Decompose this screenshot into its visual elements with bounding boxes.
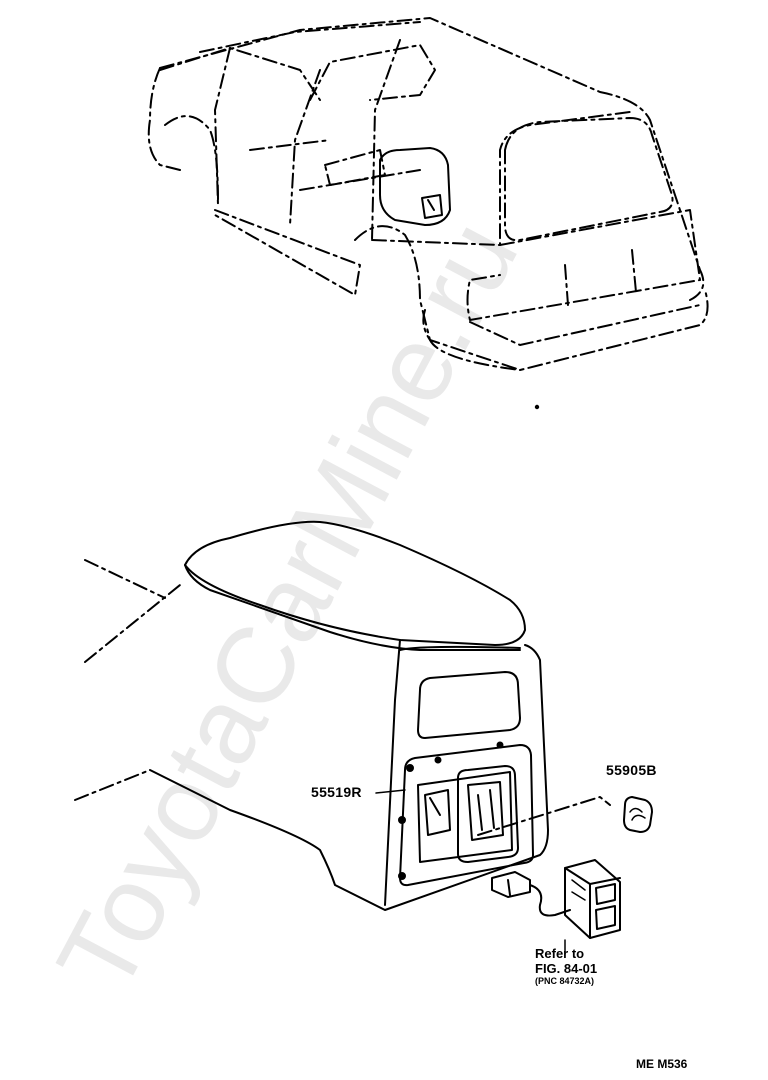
vehicle-roof (159, 17, 705, 301)
screw-2 (398, 816, 406, 824)
bezel-switch-right (467, 781, 504, 841)
rear-cover-window (417, 671, 521, 739)
vehicle-interior-floor (249, 139, 421, 191)
vehicle-interior-rear-cover (379, 147, 451, 226)
vehicle-tailgate (466, 209, 701, 321)
vehicle-tailgate-split-1 (564, 264, 569, 306)
refer-line-2: FIG. 84-01 (535, 961, 598, 976)
detail-phantom-line-lower (74, 769, 151, 801)
vehicle-body-side (371, 111, 631, 246)
vehicle-rear-bumper-lower (469, 304, 701, 346)
vehicle-front-wheel-arch (164, 115, 219, 201)
leader-55519R (375, 789, 406, 794)
switch-body-side-lines (571, 879, 586, 901)
vehicle-side-window (309, 44, 436, 101)
vehicle-rear-bumper (422, 289, 709, 371)
detail-phantom-line-top (84, 559, 166, 599)
connector-plug (491, 871, 531, 898)
label-part-55905B: 55905B (606, 762, 657, 778)
bezel-opening-right (457, 765, 519, 863)
vehicle-interior-rear-cover-switch (421, 194, 443, 219)
vehicle-interior-seat (324, 149, 386, 186)
screw-4 (434, 756, 442, 764)
vehicle-a-pillar (214, 47, 231, 206)
screw-3 (398, 872, 406, 880)
part-55905B-detail (629, 807, 646, 821)
detail-phantom-line-diag (84, 584, 181, 663)
wire-harness (529, 884, 571, 917)
part-55905B (623, 796, 653, 833)
bezel-opening-left (424, 789, 451, 836)
rear-cover-side (149, 644, 549, 911)
vehicle-rear-window (504, 117, 674, 242)
switch-body (564, 859, 621, 939)
vehicle-b-pillar (289, 69, 321, 226)
vehicle-windshield (159, 47, 321, 101)
phantom-line-55905B (477, 796, 611, 836)
refer-line-1: Refer to (535, 946, 585, 961)
figure-code: ME M536 (636, 1057, 688, 1071)
vehicle-roof-inner (199, 21, 421, 53)
bezel-55519R (399, 744, 534, 887)
screw-5 (496, 741, 504, 749)
switch-face-bottom (595, 905, 616, 930)
rear-cover-vertical-edge (384, 639, 401, 906)
bezel-inner (417, 771, 513, 863)
switch-body-front (564, 867, 621, 939)
rear-cover-face-top (399, 645, 521, 651)
refer-line-3: (PNC 84732A) (535, 976, 595, 986)
detail-view (74, 520, 653, 953)
rear-cover-top (184, 520, 526, 646)
label-part-55519R: 55519R (311, 784, 362, 800)
vehicle-c-pillar (371, 39, 401, 241)
refer-note: Refer to FIG. 84-01 (PNC 84732A) (535, 946, 597, 986)
vehicle-overview (147, 17, 709, 371)
vehicle-side-lower (214, 209, 361, 296)
switch-face-top (595, 883, 616, 905)
vehicle-hood (147, 67, 181, 171)
separator-dot (534, 404, 540, 410)
vehicle-rear-wheel-arch (354, 225, 521, 371)
vehicle-tailgate-split-2 (631, 249, 637, 293)
screw-1 (406, 764, 414, 772)
